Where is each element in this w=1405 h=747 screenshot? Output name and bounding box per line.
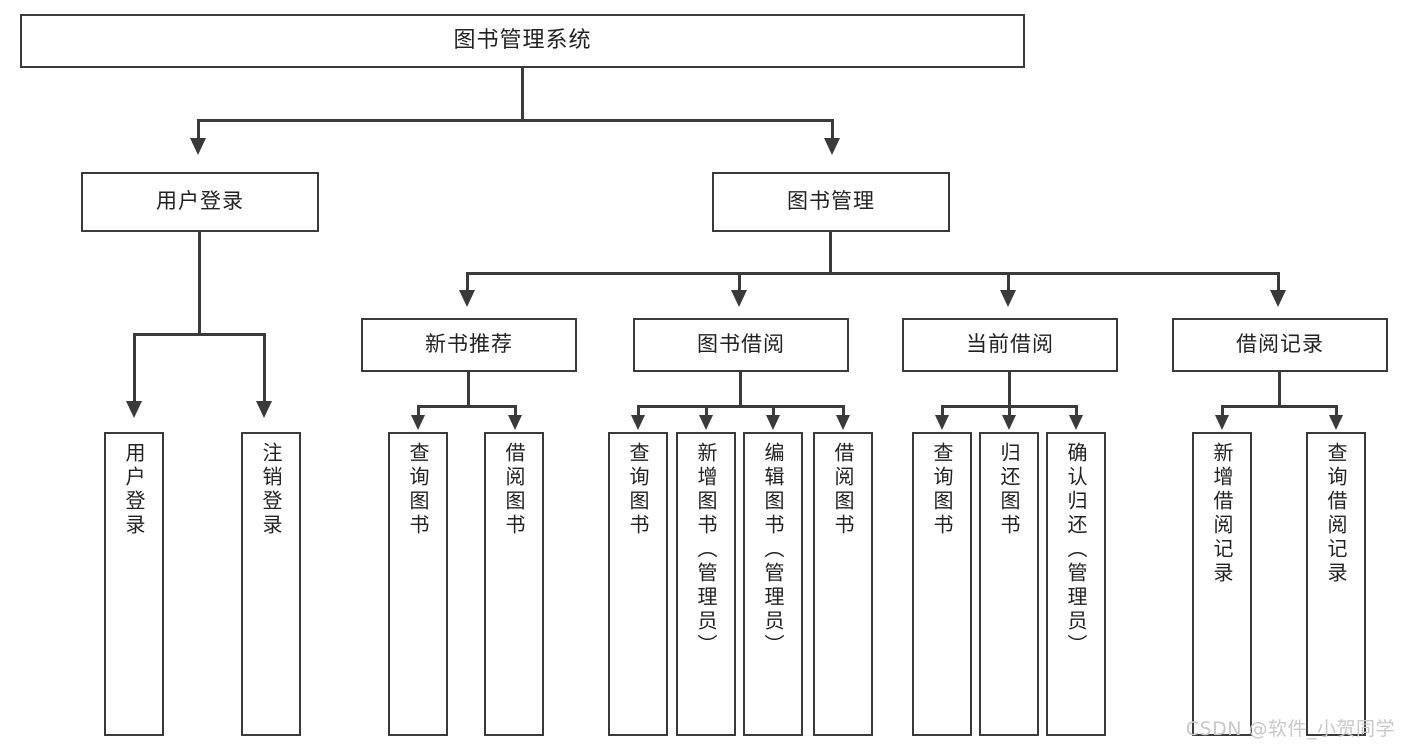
leaf-user-login-login[interactable]: 用户登录	[104, 432, 164, 736]
connector-root-stem	[521, 68, 524, 120]
leaf-book-borrow-edit-book-admin[interactable]: 编辑图书（管理员）	[743, 432, 803, 736]
connector-to-book-management	[831, 119, 834, 140]
connector-book-management-stem	[829, 232, 832, 274]
arrow-leaf-current-borrow-1	[935, 415, 949, 430]
connector-level3-bus	[466, 272, 1280, 275]
connector-book-borrow-drop-2	[705, 405, 708, 417]
connector-book-borrow-drop-4	[842, 405, 845, 417]
connector-to-user-login	[197, 119, 200, 140]
node-label: 用户登录	[156, 189, 244, 214]
connector-level2-bus	[197, 119, 834, 122]
arrow-leaf-current-borrow-3	[1069, 415, 1083, 430]
connector-book-borrow-stem	[739, 372, 742, 406]
leaf-label: 新增借阅记录	[1210, 442, 1234, 586]
connector-to-current-borrow	[1007, 272, 1010, 292]
connector-user-login-drop-1	[133, 333, 136, 403]
arrow-to-user-login	[190, 138, 206, 155]
leaf-label: 查询图书	[406, 442, 430, 538]
leaf-label: 借阅图书	[502, 442, 526, 538]
arrow-leaf-borrow-record-2	[1329, 415, 1343, 430]
leaf-label: 编辑图书（管理员）	[761, 442, 785, 658]
leaf-current-borrow-query-book[interactable]: 查询图书	[912, 432, 972, 736]
connector-new-book-stem	[467, 372, 470, 406]
connector-borrow-record-drop-2	[1335, 405, 1338, 417]
leaf-label: 查询借阅记录	[1324, 442, 1348, 586]
leaf-book-borrow-query-book[interactable]: 查询图书	[608, 432, 668, 736]
leaf-user-login-logout[interactable]: 注销登录	[241, 432, 301, 736]
node-label: 借阅记录	[1236, 332, 1324, 357]
leaf-label: 查询图书	[930, 442, 954, 538]
node-label: 图书管理系统	[453, 27, 592, 53]
node-label: 当前借阅	[966, 332, 1054, 357]
connector-current-borrow-drop-2	[1008, 405, 1011, 417]
connector-borrow-record-bus	[1221, 405, 1338, 408]
connector-new-book-drop-1	[417, 405, 420, 417]
node-new-book-recommend[interactable]: 新书推荐	[361, 318, 577, 372]
node-label: 图书借阅	[697, 332, 785, 357]
node-label: 图书管理	[787, 189, 875, 214]
arrow-to-new-book-recommend	[459, 290, 475, 307]
arrow-leaf-borrow-record-1	[1215, 415, 1229, 430]
connector-book-borrow-bus	[637, 405, 845, 408]
connector-current-borrow-drop-3	[1075, 405, 1078, 417]
arrow-to-book-management	[824, 138, 840, 155]
connector-user-login-drop-2	[263, 333, 266, 403]
connector-current-borrow-stem	[1008, 372, 1011, 406]
node-book-borrow[interactable]: 图书借阅	[633, 318, 849, 372]
arrow-leaf-current-borrow-2	[1002, 415, 1016, 430]
connector-user-login-bus	[133, 333, 266, 336]
arrow-leaf-new-book-2	[508, 415, 522, 430]
arrow-leaf-new-book-1	[411, 415, 425, 430]
connector-new-book-drop-2	[514, 405, 517, 417]
arrow-leaf-book-borrow-2	[699, 415, 713, 430]
leaf-new-book-query-book[interactable]: 查询图书	[388, 432, 448, 736]
node-book-management[interactable]: 图书管理	[712, 172, 950, 232]
leaf-label: 查询图书	[626, 442, 650, 538]
arrow-leaf-user-login-1	[126, 401, 142, 418]
node-current-borrow[interactable]: 当前借阅	[902, 318, 1118, 372]
connector-new-book-bus	[417, 405, 517, 408]
connector-to-book-borrow	[738, 272, 741, 292]
leaf-current-borrow-confirm-return-admin[interactable]: 确认归还（管理员）	[1046, 432, 1106, 736]
arrow-to-book-borrow	[731, 290, 747, 307]
leaf-book-borrow-borrow-book[interactable]: 借阅图书	[813, 432, 873, 736]
arrow-to-borrow-record	[1270, 290, 1286, 307]
node-label: 新书推荐	[425, 332, 513, 357]
connector-to-new-book-recommend	[466, 272, 469, 292]
arrow-leaf-user-login-2	[256, 401, 272, 418]
connector-borrow-record-stem	[1278, 372, 1281, 406]
leaf-label: 新增图书（管理员）	[694, 442, 718, 658]
leaf-book-borrow-add-book-admin[interactable]: 新增图书（管理员）	[676, 432, 736, 736]
node-borrow-record[interactable]: 借阅记录	[1172, 318, 1388, 372]
leaf-label: 确认归还（管理员）	[1064, 442, 1088, 658]
arrow-leaf-book-borrow-4	[836, 415, 850, 430]
leaf-current-borrow-return-book[interactable]: 归还图书	[979, 432, 1039, 736]
connector-book-borrow-drop-1	[637, 405, 640, 417]
connector-to-borrow-record	[1277, 272, 1280, 292]
arrow-to-current-borrow	[1000, 290, 1016, 307]
watermark-text: CSDN @软件_小贺同学	[1185, 718, 1395, 740]
arrow-leaf-book-borrow-3	[766, 415, 780, 430]
connector-user-login-stem	[198, 232, 201, 334]
leaf-new-book-borrow-book[interactable]: 借阅图书	[484, 432, 544, 736]
node-user-login[interactable]: 用户登录	[81, 172, 319, 232]
leaf-borrow-record-query-record[interactable]: 查询借阅记录	[1306, 432, 1366, 736]
leaf-label: 借阅图书	[831, 442, 855, 538]
leaf-label: 归还图书	[997, 442, 1021, 538]
leaf-borrow-record-add-record[interactable]: 新增借阅记录	[1192, 432, 1252, 736]
leaf-label: 用户登录	[122, 442, 146, 538]
connector-borrow-record-drop-1	[1221, 405, 1224, 417]
connector-current-borrow-drop-1	[941, 405, 944, 417]
node-root-book-management-system[interactable]: 图书管理系统	[20, 14, 1025, 68]
arrow-leaf-book-borrow-1	[631, 415, 645, 430]
leaf-label: 注销登录	[259, 442, 283, 538]
connector-book-borrow-drop-3	[772, 405, 775, 417]
